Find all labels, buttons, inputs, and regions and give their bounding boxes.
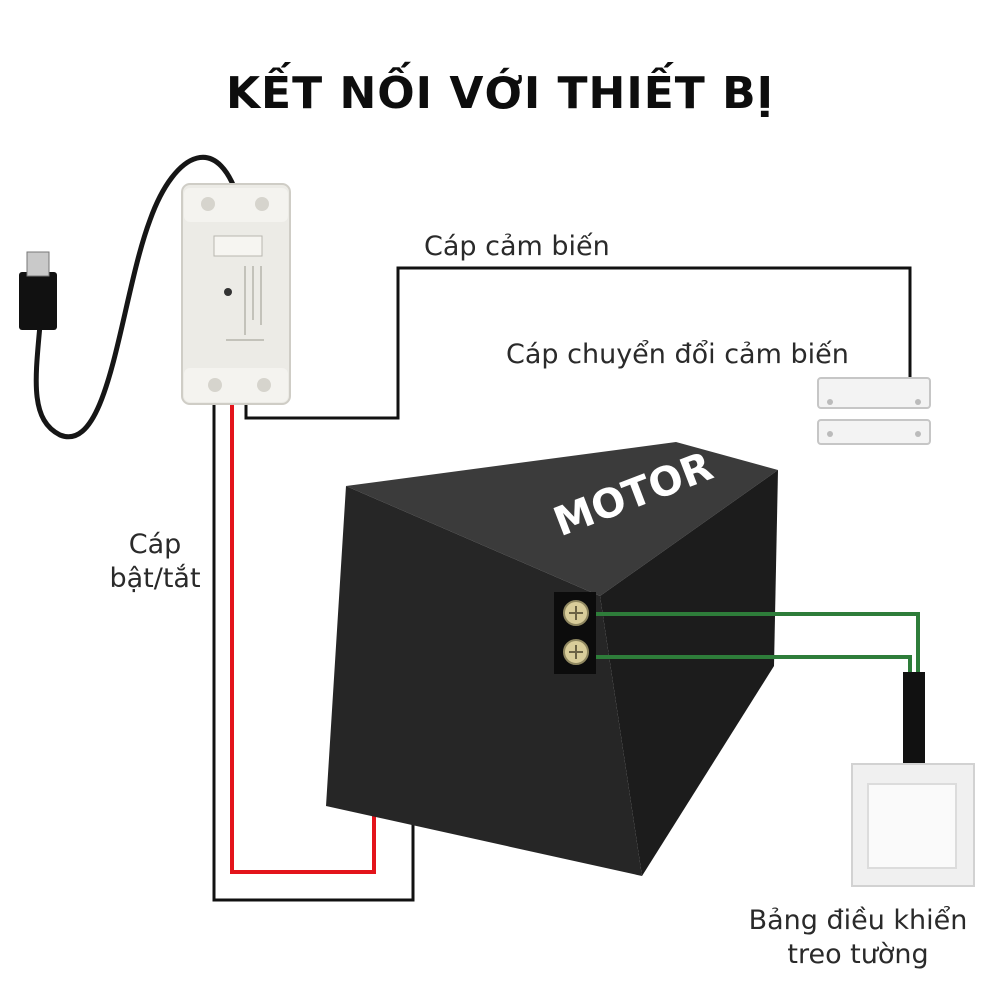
label-switch-cable: Cáp bật/tắt	[70, 528, 240, 596]
usb-plug-icon	[19, 272, 57, 330]
wall-switch-icon	[867, 783, 957, 869]
sensor-cable	[244, 266, 912, 420]
usb-connector-icon	[26, 251, 50, 277]
label-sensor-cable: Cáp cảm biến	[424, 231, 610, 262]
usb-cable	[19, 154, 243, 440]
label-switch-cable-line2: bật/tắt	[109, 563, 201, 594]
mount-hole-icon	[201, 197, 215, 211]
page-title: KẾT NỐI VỚI THIẾT BỊ	[225, 68, 775, 119]
magnetic-sensor	[817, 377, 931, 445]
label-wall-panel-line1: Bảng điều khiển	[748, 905, 968, 936]
wifi-module	[181, 183, 291, 405]
wall-panel-cable	[596, 612, 925, 764]
motor: MOTOR	[326, 442, 778, 876]
mount-hole-icon	[257, 378, 271, 392]
wall-panel	[851, 763, 975, 887]
mount-hole-icon	[255, 197, 269, 211]
label-sensor-adapter: Cáp chuyển đổi cảm biến	[506, 339, 849, 370]
label-switch-cable-line1: Cáp	[128, 529, 182, 560]
mount-hole-icon	[208, 378, 222, 392]
label-wall-panel: Bảng điều khiển treo tường	[728, 904, 988, 972]
label-wall-panel-line2: treo tường	[787, 939, 929, 970]
led-icon	[224, 288, 232, 296]
